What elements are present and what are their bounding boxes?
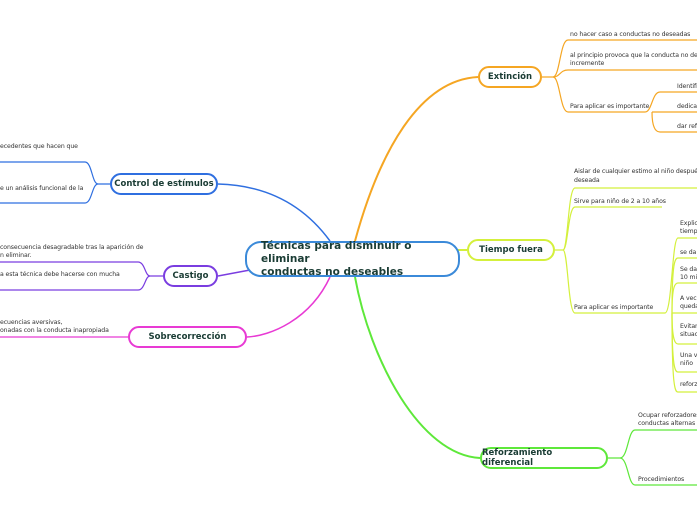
leaf-tiempo-2[interactable]: Sirve para niño de 2 a 10 años xyxy=(574,198,666,205)
leaf-extincion-1[interactable]: no hacer caso a conductas no deseadas xyxy=(570,31,691,38)
central-topic-line1: Técnicas para disminuir o eliminar xyxy=(261,239,412,265)
connector-castigo xyxy=(217,269,251,277)
leaf-reforz-1b: conductas alternas p xyxy=(638,420,697,427)
leaf-sobre-1[interactable]: ecuencias aversivas, xyxy=(0,319,63,326)
leaf-tiempo-sub-5b: situac xyxy=(680,331,697,338)
leaf-extincion-2b: incremente xyxy=(570,60,605,67)
leaf-tiempo-sub-1b: tiemp xyxy=(680,228,697,235)
leaf-extincion-3[interactable]: Para aplicar es importante xyxy=(570,103,650,110)
leaf-tiempo-1[interactable]: Aislar de cualquier estimo al niño despu… xyxy=(574,168,697,175)
topic-castigo-label: Castigo xyxy=(172,271,209,281)
leaf-castigo-1b: n eliminar. xyxy=(0,252,32,259)
leaf-tiempo-sub-6b: niño xyxy=(680,360,693,367)
leaf-tiempo-3[interactable]: Para aplicar es importante xyxy=(574,304,654,311)
topic-sobrecorreccion-label: Sobrecorrección xyxy=(148,332,227,342)
leaf-tiempo-sub-7[interactable]: reforz xyxy=(680,381,697,388)
topic-control-label: Control de estímulos xyxy=(114,179,214,189)
leaf-extincion-sub-2[interactable]: dedicar xyxy=(677,103,697,110)
topic-sobrecorreccion[interactable]: Sobrecorrección xyxy=(128,326,247,348)
leaf-reforz-1[interactable]: Ocupar reforzadores xyxy=(638,412,697,419)
leaf-control-1[interactable]: ecedentes que hacen que xyxy=(0,143,78,150)
topic-castigo[interactable]: Castigo xyxy=(163,265,218,287)
connector-sobre xyxy=(246,276,331,338)
leaf-tiempo-sub-2[interactable]: se da xyxy=(680,249,697,256)
connector-reforzamiento xyxy=(354,276,481,459)
connector-control xyxy=(217,183,331,242)
topic-reforzamiento-label: Reforzamiento diferencial xyxy=(482,448,553,468)
leaf-castigo-1[interactable]: consecuencia desagradable tras la aparic… xyxy=(0,244,144,251)
leaf-extincion-2[interactable]: al principio provoca que la conducta no … xyxy=(570,52,697,59)
topic-tiempo-fuera[interactable]: Tiempo fuera xyxy=(467,239,555,261)
leaf-tiempo-sub-3[interactable]: Se dal xyxy=(680,266,697,273)
topic-extincion-label: Extinción xyxy=(487,72,533,82)
topic-tiempo-fuera-label: Tiempo fuera xyxy=(479,245,543,255)
connector-extincion xyxy=(354,76,479,242)
leaf-tiempo-1b: deseada xyxy=(574,177,600,184)
topic-reforzamiento[interactable]: Reforzamiento diferencial xyxy=(480,447,608,469)
central-topic-line2: conductas no deseables xyxy=(261,265,404,278)
leaf-tiempo-sub-4b: queda xyxy=(680,303,697,310)
leaf-reforz-2[interactable]: Procedimientos xyxy=(638,476,685,483)
leaf-tiempo-sub-4[interactable]: A vec xyxy=(680,295,697,302)
leaf-extincion-sub-1[interactable]: Identifi xyxy=(677,83,697,90)
leaf-tiempo-sub-6[interactable]: Una v xyxy=(680,352,697,359)
topic-control[interactable]: Control de estímulos xyxy=(110,173,218,195)
leaf-tiempo-sub-5[interactable]: Evitar xyxy=(680,323,697,330)
topic-extincion[interactable]: Extinción xyxy=(478,66,542,88)
leaf-tiempo-sub-1[interactable]: Explic xyxy=(680,220,697,227)
central-topic[interactable]: Técnicas para disminuir o eliminar condu… xyxy=(245,239,460,278)
leaf-extincion-sub-3[interactable]: dar refi xyxy=(677,123,697,130)
leaf-control-2[interactable]: e un análisis funcional de la xyxy=(0,185,84,192)
leaf-tiempo-sub-3b: 10 mi xyxy=(680,274,697,281)
leaf-sobre-1b: onadas con la conducta inapropiada xyxy=(0,327,109,334)
leaf-castigo-2[interactable]: a esta técnica debe hacerse con mucha xyxy=(0,271,120,278)
